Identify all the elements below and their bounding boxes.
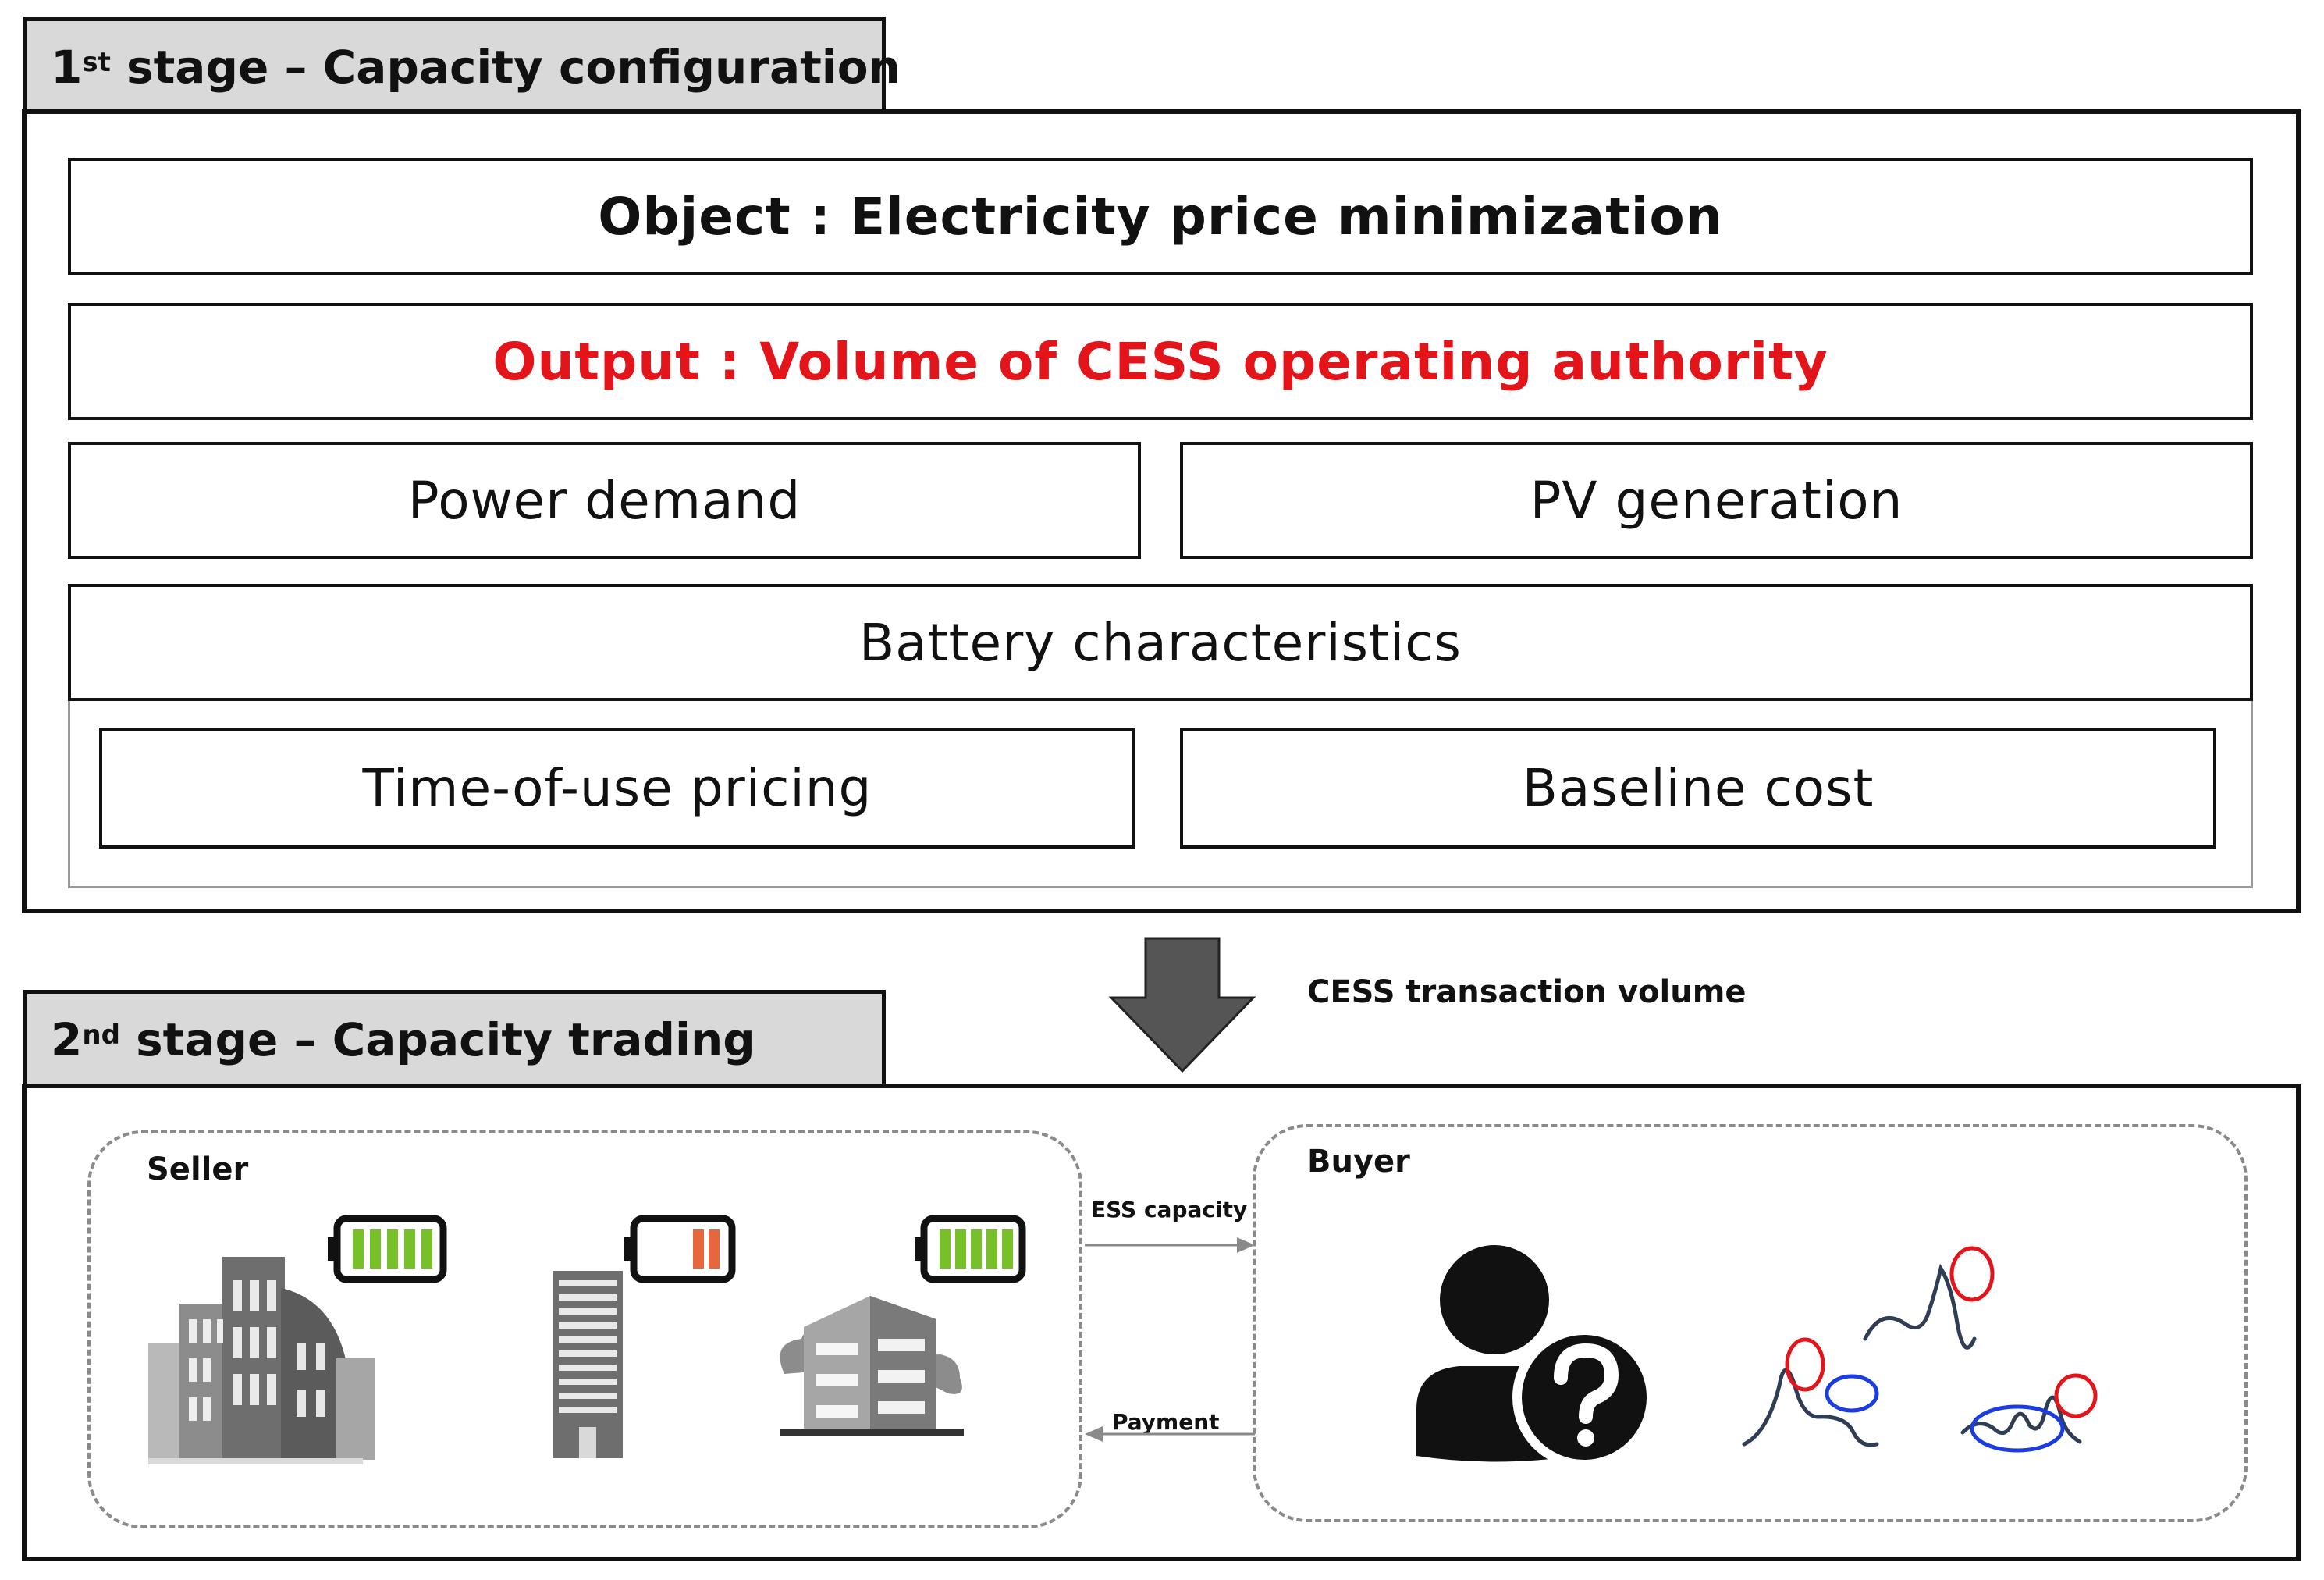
battery-full-icon <box>915 1215 1026 1283</box>
ess-capacity-label: ESS capacity <box>1091 1197 1248 1222</box>
stage1-title: stage – Capacity configuration <box>110 40 901 94</box>
buyer-group <box>1253 1124 2248 1522</box>
office-tower-icon <box>553 1271 623 1458</box>
time-of-use-pricing-box: Time-of-use pricing <box>99 728 1135 849</box>
pv-generation-box: PV generation <box>1180 442 2253 559</box>
down-arrow-icon <box>1108 937 1256 1073</box>
power-demand-box: Power demand <box>68 442 1141 559</box>
output-box: Output : Volume of CESS operating author… <box>68 303 2253 420</box>
seller-label: Seller <box>147 1151 249 1187</box>
payment-label: Payment <box>1112 1409 1220 1435</box>
left-arrow-icon <box>1085 1426 1255 1442</box>
battery-full-icon <box>328 1215 447 1283</box>
load-profile-icon <box>1742 1246 2098 1453</box>
buyer-label: Buyer <box>1307 1144 1410 1180</box>
right-arrow-icon <box>1085 1237 1255 1253</box>
stage2-number: 2 <box>51 1012 83 1066</box>
stage1-ordinal: st <box>82 46 111 78</box>
baseline-cost-box: Baseline cost <box>1180 728 2216 849</box>
stage1-number: 1 <box>51 40 83 94</box>
object-box: Object : Electricity price minimization <box>68 158 2253 275</box>
stage2-title: stage – Capacity trading <box>119 1012 755 1066</box>
apartment-building-icon <box>780 1296 964 1436</box>
seller-group <box>87 1130 1082 1528</box>
user-question-icon <box>1416 1245 1654 1468</box>
stage2-frame <box>22 1084 2301 1561</box>
stage2-ordinal: nd <box>82 1019 120 1051</box>
city-skyline-icon <box>148 1257 375 1464</box>
battery-low-icon <box>624 1215 736 1283</box>
cess-transaction-volume-label: CESS transaction volume <box>1307 974 1747 1010</box>
battery-characteristics-box: Battery characteristics <box>68 584 2253 701</box>
